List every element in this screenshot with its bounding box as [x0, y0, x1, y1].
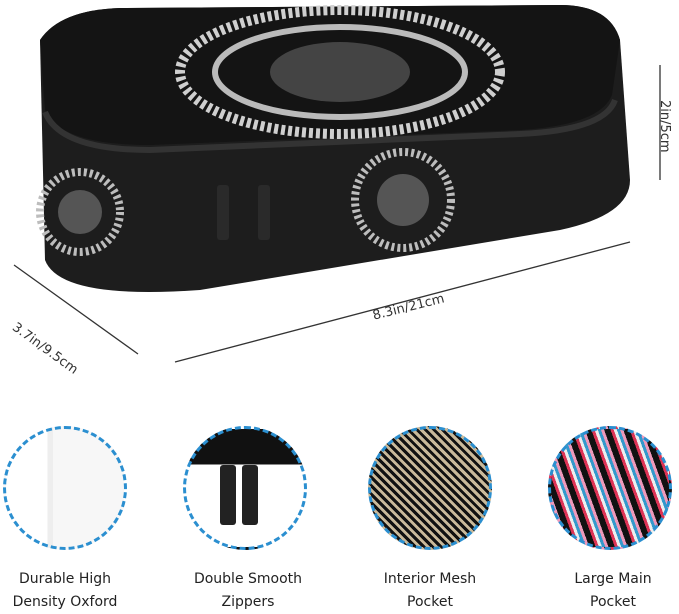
- feature-line: Pocket: [590, 594, 636, 610]
- zipper-pull: [217, 185, 229, 240]
- feature-line: Pocket: [407, 594, 453, 610]
- feature-line: Double Smooth: [193, 571, 303, 587]
- feature-line: Zippers: [221, 594, 275, 610]
- dimension-lines: [13, 65, 661, 363]
- pencil-case: [36, 5, 630, 292]
- height-label: 2in/5cm: [657, 100, 672, 153]
- zipper-pull: [258, 185, 270, 240]
- pens-in-pocket-closeup-icon: [548, 426, 672, 550]
- feature-line: Density Oxford: [12, 594, 118, 610]
- feature-line: Durable High: [18, 571, 111, 587]
- feature-line: Large Main: [574, 571, 652, 587]
- mesh-pocket-closeup-icon: [368, 426, 492, 550]
- pencil-case-image: [13, 5, 661, 363]
- feature-line: Interior Mesh: [383, 571, 477, 587]
- zipper-closeup-icon: [183, 426, 307, 550]
- fabric-closeup-icon: [3, 426, 127, 550]
